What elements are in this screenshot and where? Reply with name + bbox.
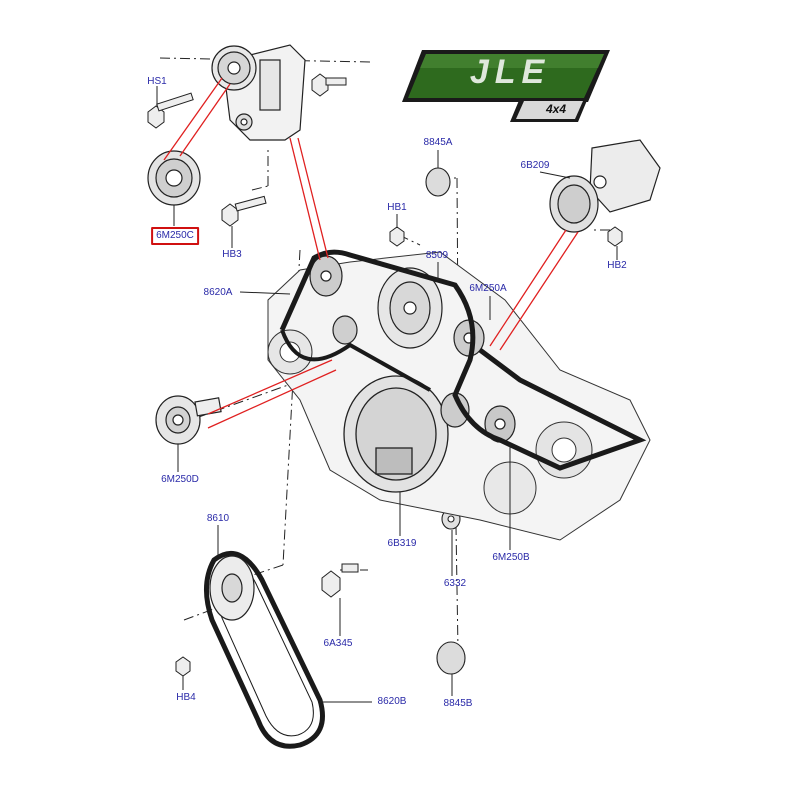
bolt-top [311, 73, 347, 97]
label-6a345: 6A345 [323, 638, 353, 649]
label-hb3: HB3 [222, 249, 242, 260]
label-6b209: 6B209 [520, 160, 550, 171]
jle-4x4-logo [402, 50, 610, 122]
label-6b319: 6B319 [387, 538, 417, 549]
label-8845a: 8845A [423, 137, 453, 148]
pulley-8610 [209, 555, 255, 621]
pulley-6m250d [155, 395, 222, 445]
label-hs1: HS1 [147, 76, 167, 87]
bolt-hb1 [389, 226, 405, 247]
belt-8620a [279, 249, 647, 471]
leader-lines [156, 86, 618, 703]
label-6m250c: 6M250C [151, 227, 199, 245]
label-hb4: HB4 [176, 692, 196, 703]
label-8620a: 8620A [203, 287, 233, 298]
label-hb2: HB2 [607, 260, 627, 271]
pulley-6m250c [147, 150, 201, 206]
tensioner-6b209 [549, 139, 661, 233]
crank-damper-6b319 [343, 375, 449, 493]
label-6m250b: 6M250B [492, 552, 530, 563]
label-6332: 6332 [443, 578, 467, 589]
red-callouts [163, 77, 579, 429]
belt-pulleys [309, 255, 516, 443]
logo-text: JLE [469, 53, 551, 91]
label-6m250a: 6M250A [469, 283, 507, 294]
label-hb1: HB1 [387, 202, 407, 213]
bolt-hb2 [607, 226, 623, 247]
label-8509: 8509 [425, 250, 449, 261]
bolt-hb4 [175, 656, 191, 677]
label-8845b: 8845B [443, 698, 473, 709]
bolt-hs1 [147, 92, 194, 129]
pulley-8509 [377, 267, 443, 349]
cap-8845a [425, 167, 451, 197]
cap-8845b [436, 641, 466, 675]
label-8610: 8610 [206, 513, 230, 524]
label-8620b: 8620B [377, 696, 407, 707]
logo-badge: 4x4 [545, 102, 567, 116]
bolt-6a345 [321, 563, 359, 598]
tensioner-bracket [211, 44, 306, 141]
bolt-hb3 [221, 195, 267, 227]
label-6m250d: 6M250D [161, 474, 199, 485]
